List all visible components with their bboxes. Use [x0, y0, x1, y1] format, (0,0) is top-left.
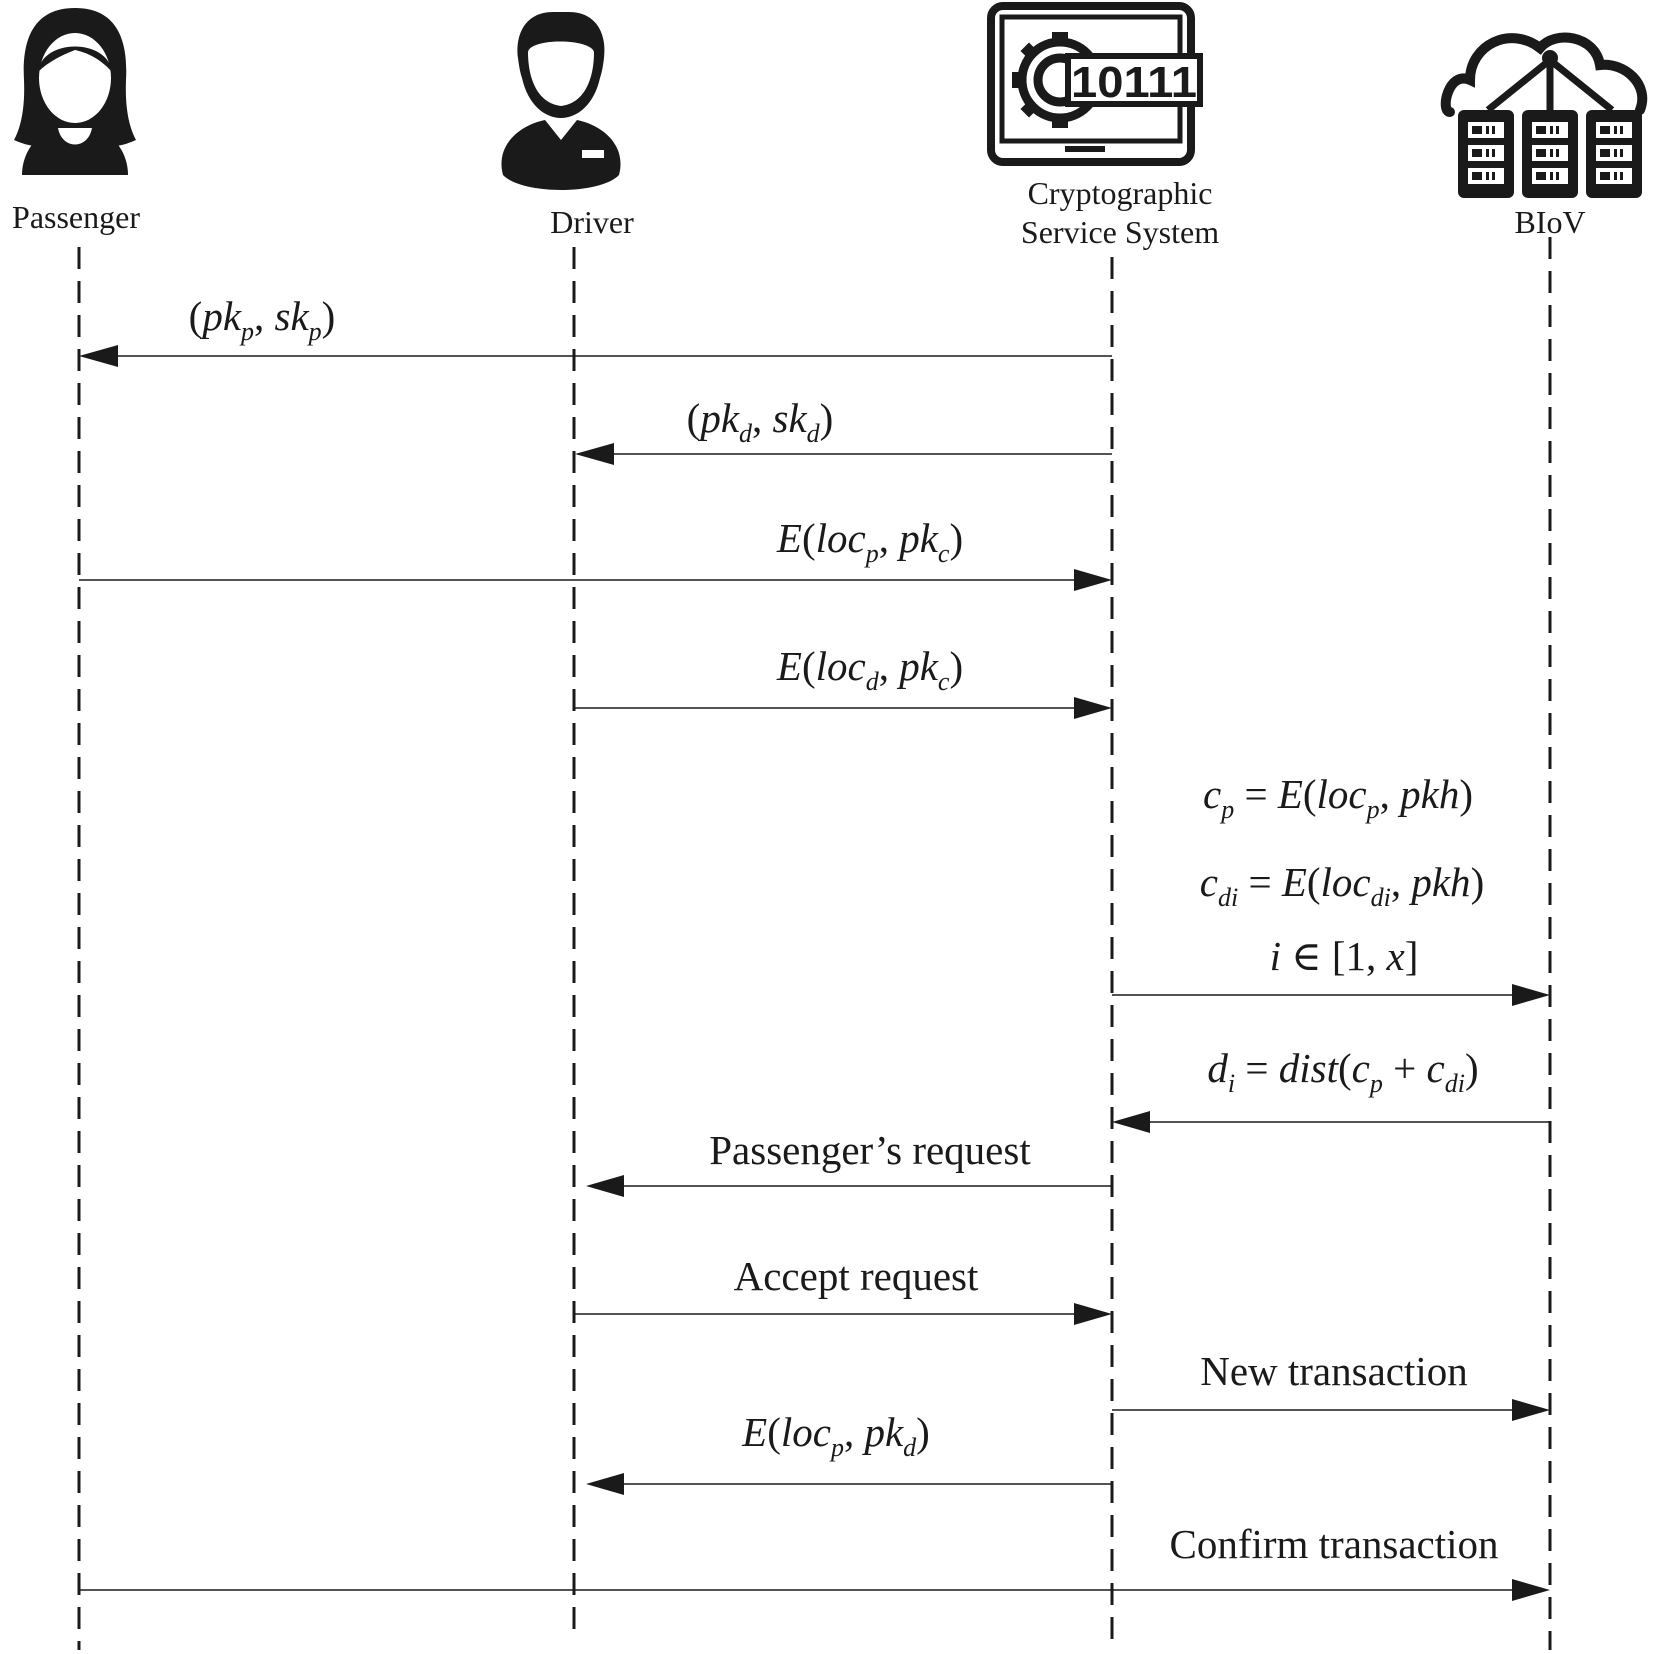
- arrowhead-right: [1512, 984, 1550, 1006]
- message-label-line-1: cp = E(locp, pkh): [1203, 771, 1473, 824]
- message-confirm-transaction: Confirm transaction: [79, 1521, 1550, 1601]
- message-label-line-3: i ∈ [1, x]: [1270, 933, 1419, 979]
- arrowhead-right: [1512, 1399, 1550, 1421]
- message-label: E(locd, pkc): [776, 643, 963, 696]
- arrowhead-right: [1074, 1303, 1112, 1325]
- message-distance: di = dist(cp + cdi): [1112, 1045, 1550, 1133]
- message-label: New transaction: [1200, 1348, 1468, 1394]
- arrowhead-left: [575, 443, 614, 465]
- message-label: di = dist(cp + cdi): [1207, 1045, 1478, 1098]
- arrowhead-left: [1112, 1111, 1150, 1133]
- driver-icon: [501, 12, 621, 190]
- message-homomorphic-ciphertexts: cp = E(locp, pkh) cdi = E(locdi, pkh) i …: [1112, 771, 1550, 1006]
- binary-text: 10111: [1071, 58, 1197, 107]
- arrowhead-right: [1074, 697, 1112, 719]
- arrowhead-right: [1074, 569, 1112, 591]
- message-label: E(locp, pkc): [776, 515, 963, 568]
- message-label: (pkp, skp): [189, 293, 336, 346]
- message-label: Accept request: [734, 1253, 979, 1299]
- driver-label: Driver: [550, 204, 634, 240]
- message-enc-loc-passenger: E(locp, pkc): [79, 515, 1112, 591]
- message-label: Passenger’s request: [709, 1127, 1031, 1173]
- message-label: Confirm transaction: [1169, 1521, 1498, 1567]
- css-label-line-2: Service System: [1021, 214, 1219, 250]
- message-label: E(locp, pkd): [741, 1409, 930, 1462]
- biov-label: BIoV: [1514, 204, 1585, 240]
- message-enc-loc-driver: E(locd, pkc): [574, 643, 1112, 719]
- arrowhead-left: [586, 1473, 624, 1495]
- message-enc-loc-for-driver: E(locp, pkd): [586, 1409, 1112, 1495]
- crypto-service-icon: 10111: [987, 2, 1203, 166]
- passenger-icon: [14, 8, 136, 175]
- message-accept-request: Accept request: [574, 1253, 1112, 1325]
- message-passenger-request: Passenger’s request: [586, 1127, 1112, 1197]
- arrowhead-left: [79, 345, 118, 367]
- arrowhead-left: [586, 1175, 624, 1197]
- arrowhead-right: [1512, 1579, 1550, 1601]
- message-label: (pkd, skd): [687, 395, 834, 448]
- message-label-line-2: cdi = E(locdi, pkh): [1200, 859, 1484, 912]
- message-keys-driver: (pkd, skd): [575, 395, 1112, 465]
- cloud-server-icon: [1440, 32, 1648, 198]
- message-new-transaction: New transaction: [1112, 1348, 1550, 1421]
- passenger-label: Passenger: [12, 199, 140, 235]
- css-label-line-1: Cryptographic: [1028, 175, 1213, 211]
- message-keys-passenger: (pkp, skp): [79, 293, 1112, 367]
